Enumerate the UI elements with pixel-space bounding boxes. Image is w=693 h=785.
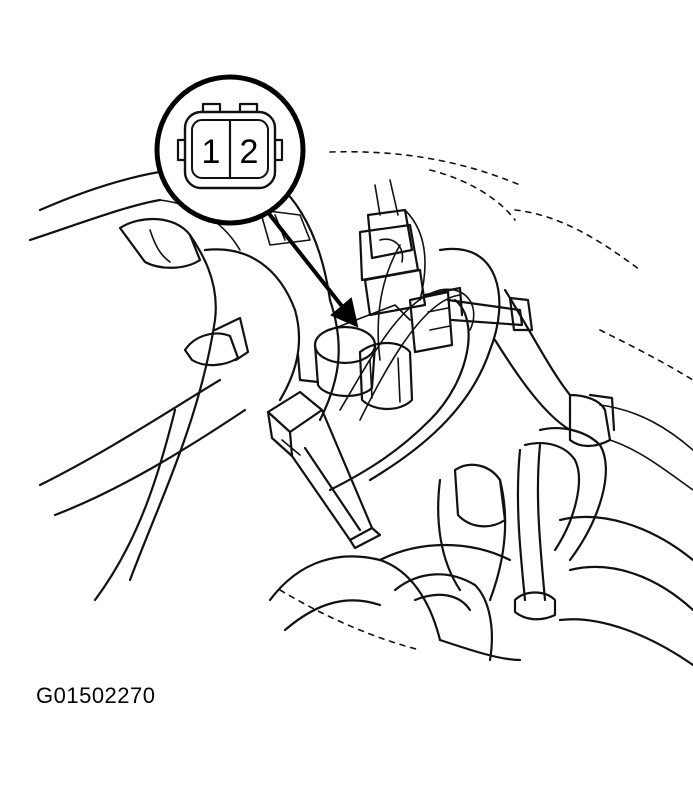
pin-2-label: 2 bbox=[240, 133, 259, 171]
connector-face-icon: 1 2 bbox=[176, 102, 284, 190]
connector-callout: 1 2 bbox=[154, 74, 306, 226]
curved-pipe-right bbox=[328, 247, 572, 492]
mounting-bracket bbox=[266, 390, 382, 550]
figure-code: G01502270 bbox=[36, 683, 156, 708]
upper-connector-stack bbox=[358, 179, 427, 317]
duct-clamp-left bbox=[118, 217, 250, 367]
wire-harness bbox=[339, 244, 475, 421]
right-wiring bbox=[513, 393, 693, 621]
lower-manifold bbox=[268, 463, 693, 667]
right-connector-block bbox=[408, 286, 534, 354]
intake-duct bbox=[28, 165, 252, 602]
pin-1-label: 1 bbox=[202, 133, 221, 171]
callout-arrow bbox=[268, 213, 359, 328]
hidden-lines bbox=[279, 150, 693, 651]
